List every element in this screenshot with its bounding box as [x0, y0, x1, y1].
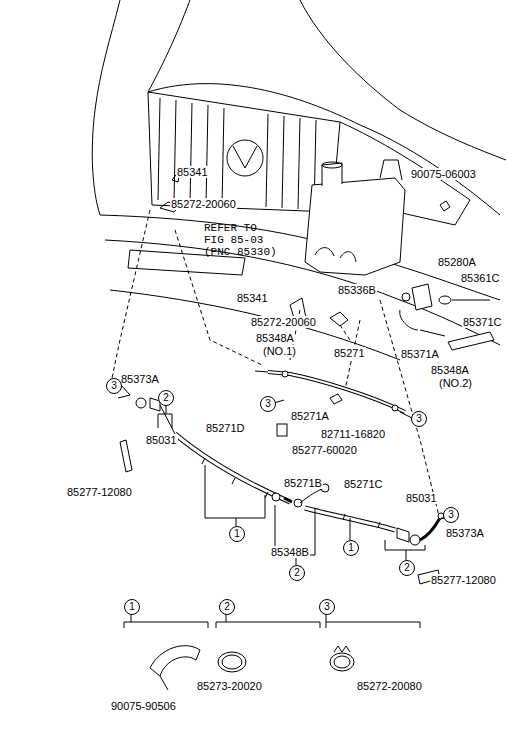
part-number: 85348B [270, 546, 310, 558]
part-number: 85272-20060 [250, 316, 317, 328]
callout-circle: 2 [399, 560, 415, 576]
callout-number: 1 [129, 602, 135, 612]
callout-number: 2 [294, 568, 300, 578]
part-number: 85273-20020 [196, 680, 263, 692]
callout-circle: 1 [343, 540, 359, 556]
callout-circle: 1 [124, 599, 140, 615]
callout-circle: 3 [411, 411, 427, 427]
callout-circle: 3 [260, 396, 276, 412]
part-number: REFER TO FIG 85-03 (PNC 85330) [203, 222, 281, 258]
callout-circle: 2 [158, 390, 174, 406]
part-number: 85373A [120, 373, 160, 385]
part-number: 90075-06003 [410, 168, 477, 180]
part-number: 85348A [430, 364, 470, 376]
callout-number: 3 [324, 602, 330, 612]
callout-number: 2 [224, 602, 230, 612]
part-number: 85371A [400, 348, 440, 360]
callout-number: 3 [448, 510, 454, 520]
part-number: 85272-20060 [170, 198, 237, 210]
part-number: 85277-12080 [66, 486, 133, 498]
part-number: 85373A [445, 527, 485, 539]
part-number: 85271D [205, 422, 246, 434]
part-number: 85277-12080 [430, 574, 497, 586]
part-number: 90075-90506 [110, 700, 177, 712]
part-number: 85272-20080 [356, 680, 423, 692]
part-number: 85371C [462, 316, 503, 328]
callout-number: 3 [111, 381, 117, 391]
callout-circle: 2 [219, 599, 235, 615]
part-number: 85336B [337, 284, 377, 296]
callout-number: 2 [163, 393, 169, 403]
callout-circle: 3 [319, 599, 335, 615]
part-number: 85271 [333, 347, 366, 359]
part-number: 85277-60020 [291, 444, 358, 456]
part-number: 85348A [255, 332, 295, 344]
callout-number: 3 [265, 399, 271, 409]
callout-number: 3 [416, 414, 422, 424]
part-number: 85031 [405, 492, 438, 504]
callout-circle: 3 [443, 507, 459, 523]
callout-number: 1 [234, 529, 240, 539]
callout-circle: 3 [106, 378, 122, 394]
part-number: 85361C [460, 272, 501, 284]
part-number: 85280A [437, 256, 477, 268]
callout-number: 1 [348, 543, 354, 553]
part-number: 85271B [283, 477, 323, 489]
position-note: (NO.2) [438, 377, 473, 389]
position-note: (NO.1) [262, 345, 297, 357]
part-number: 82711-16820 [320, 428, 386, 440]
part-number: 85031 [145, 434, 178, 446]
callout-number: 2 [404, 563, 410, 573]
callout-circle: 2 [289, 565, 305, 581]
part-number: 85271C [343, 478, 384, 490]
part-number: 85341 [176, 166, 209, 178]
callout-circle: 1 [229, 526, 245, 542]
part-number: 85271A [290, 410, 330, 422]
part-number: 85341 [236, 292, 269, 304]
